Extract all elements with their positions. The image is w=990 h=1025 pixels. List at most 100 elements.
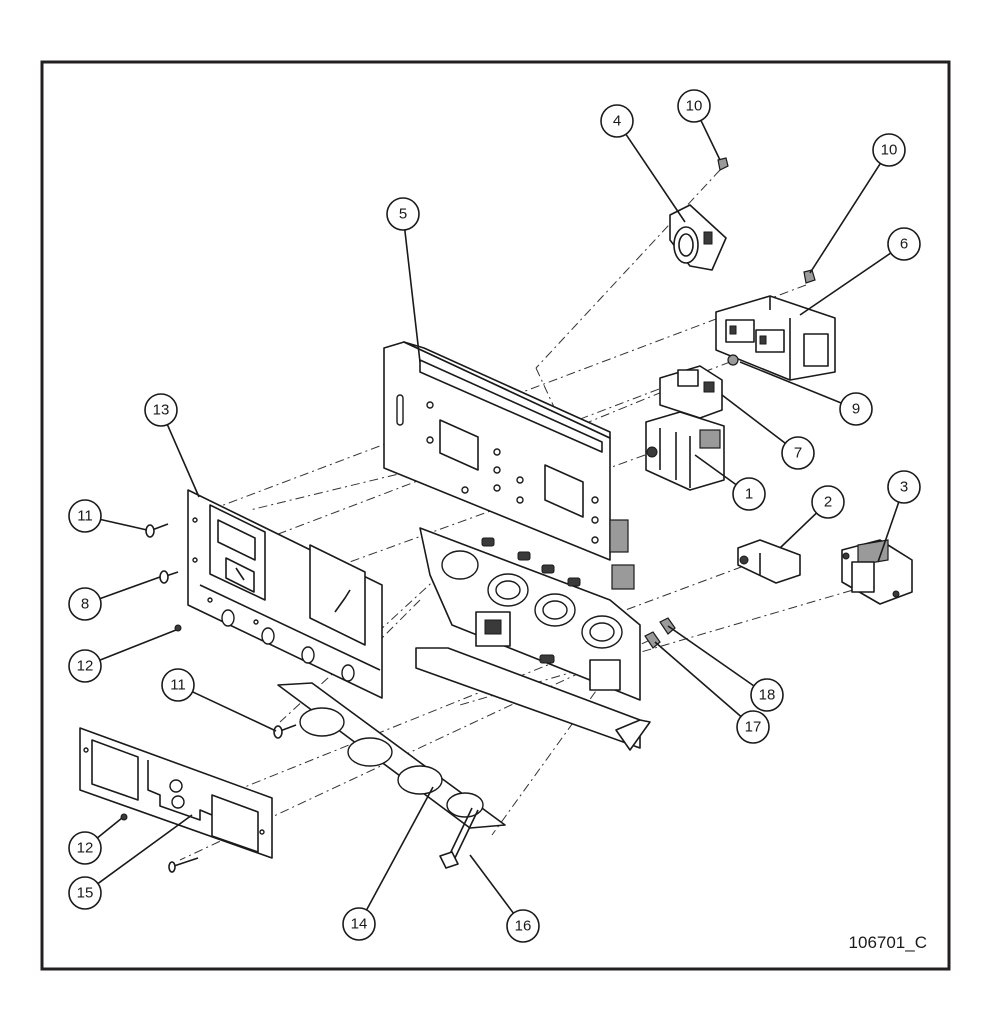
- callout-number: 17: [745, 719, 762, 736]
- callout-number: 10: [686, 98, 703, 115]
- callout-5: 5: [386, 197, 421, 363]
- callout-leader: [739, 361, 842, 404]
- main-bracket: [383, 341, 651, 751]
- callout-number: 4: [613, 113, 621, 130]
- callout-leader: [99, 576, 161, 600]
- callout-balloon: [736, 710, 770, 744]
- callout-number: 11: [77, 508, 93, 525]
- callout-balloon: [161, 668, 195, 702]
- callout-leader: [779, 512, 818, 549]
- callout-leader: [667, 625, 755, 687]
- callout-number: 11: [170, 677, 186, 694]
- callout-12: 12: [68, 629, 177, 683]
- front-panel: [187, 489, 383, 699]
- callout-balloon: [68, 876, 102, 910]
- callout-12: 12: [68, 817, 123, 865]
- drawing-border: [40, 60, 951, 971]
- callout-18: 18: [667, 625, 784, 712]
- callout-1: 1: [694, 454, 766, 511]
- callout-leader: [365, 786, 434, 911]
- callout-balloon: [839, 392, 873, 426]
- callout-leader: [799, 252, 892, 316]
- callout-number: 12: [77, 840, 94, 857]
- callout-number: 10: [881, 142, 898, 159]
- callout-9: 9: [739, 361, 873, 426]
- callout-leader: [469, 854, 515, 914]
- callout-3: 3: [877, 470, 921, 563]
- callout-leader: [654, 641, 742, 718]
- callout-balloon: [68, 649, 102, 683]
- lower-plate: [79, 727, 273, 859]
- part-4-connector: [669, 204, 727, 271]
- callout-7: 7: [721, 394, 815, 470]
- callout-number: 12: [77, 658, 94, 675]
- callout-balloon: [887, 227, 921, 261]
- callout-leader: [877, 501, 900, 563]
- callout-leader: [809, 163, 882, 274]
- callout-10: 10: [809, 133, 906, 274]
- callout-balloon: [732, 477, 766, 511]
- gasket: [277, 682, 506, 829]
- callout-4: 4: [600, 104, 686, 223]
- callout-8: 8: [68, 576, 161, 621]
- callout-balloon: [144, 393, 178, 427]
- hardware: [120, 157, 816, 873]
- callout-leader: [192, 691, 277, 732]
- callout-number: 8: [81, 596, 89, 613]
- callout-balloon: [781, 436, 815, 470]
- callout-number: 16: [515, 918, 532, 935]
- callout-number: 5: [399, 206, 407, 223]
- callout-14: 14: [342, 786, 434, 941]
- callout-balloon: [386, 197, 420, 231]
- callout-number: 9: [852, 401, 860, 418]
- callout-number: 1: [745, 486, 753, 503]
- callout-number: 18: [759, 687, 776, 704]
- callout-leader: [96, 817, 123, 839]
- callout-number: 2: [824, 494, 832, 511]
- callout-balloon: [811, 485, 845, 519]
- callout-balloon: [506, 909, 540, 943]
- callout-balloon: [750, 678, 784, 712]
- callout-15: 15: [68, 814, 193, 910]
- callout-leader: [404, 229, 421, 363]
- callout-leader: [99, 629, 177, 661]
- callout-16: 16: [469, 854, 540, 943]
- callout-17: 17: [654, 641, 770, 744]
- callout-6: 6: [799, 227, 921, 316]
- callout-leader: [100, 518, 148, 531]
- callout-balloon: [68, 499, 102, 533]
- callout-11: 11: [68, 499, 148, 533]
- callout-number: 7: [794, 445, 802, 462]
- callout-leader: [694, 454, 737, 486]
- part-6-terminal-block: [715, 295, 836, 381]
- callout-number: 6: [900, 236, 908, 253]
- callout-balloon: [887, 470, 921, 504]
- callout-balloon: [68, 831, 102, 865]
- drawing-number: 106701_C: [849, 933, 927, 952]
- callout-balloon: [872, 133, 906, 167]
- callout-10: 10: [677, 89, 721, 161]
- callout-2: 2: [779, 485, 845, 549]
- part-3-switch: [841, 539, 913, 605]
- callout-leader: [166, 424, 200, 498]
- callout-balloon: [600, 104, 634, 138]
- callout-balloon: [68, 587, 102, 621]
- part-7-relay: [659, 365, 723, 419]
- callout-number: 14: [351, 916, 368, 933]
- callout-11: 11: [161, 668, 277, 732]
- callout-balloon: [342, 907, 376, 941]
- callout-leader: [721, 394, 786, 444]
- callout-13: 13: [144, 393, 200, 498]
- callout-leader: [97, 814, 193, 885]
- callout-balloon: [677, 89, 711, 123]
- part-2-switch: [737, 539, 801, 584]
- callout-number: 3: [900, 479, 908, 496]
- callout-number: 15: [77, 885, 94, 902]
- callout-leader: [625, 133, 686, 223]
- callout-number: 13: [153, 402, 170, 419]
- part-1-breaker: [645, 411, 725, 491]
- callout-leader: [700, 120, 721, 161]
